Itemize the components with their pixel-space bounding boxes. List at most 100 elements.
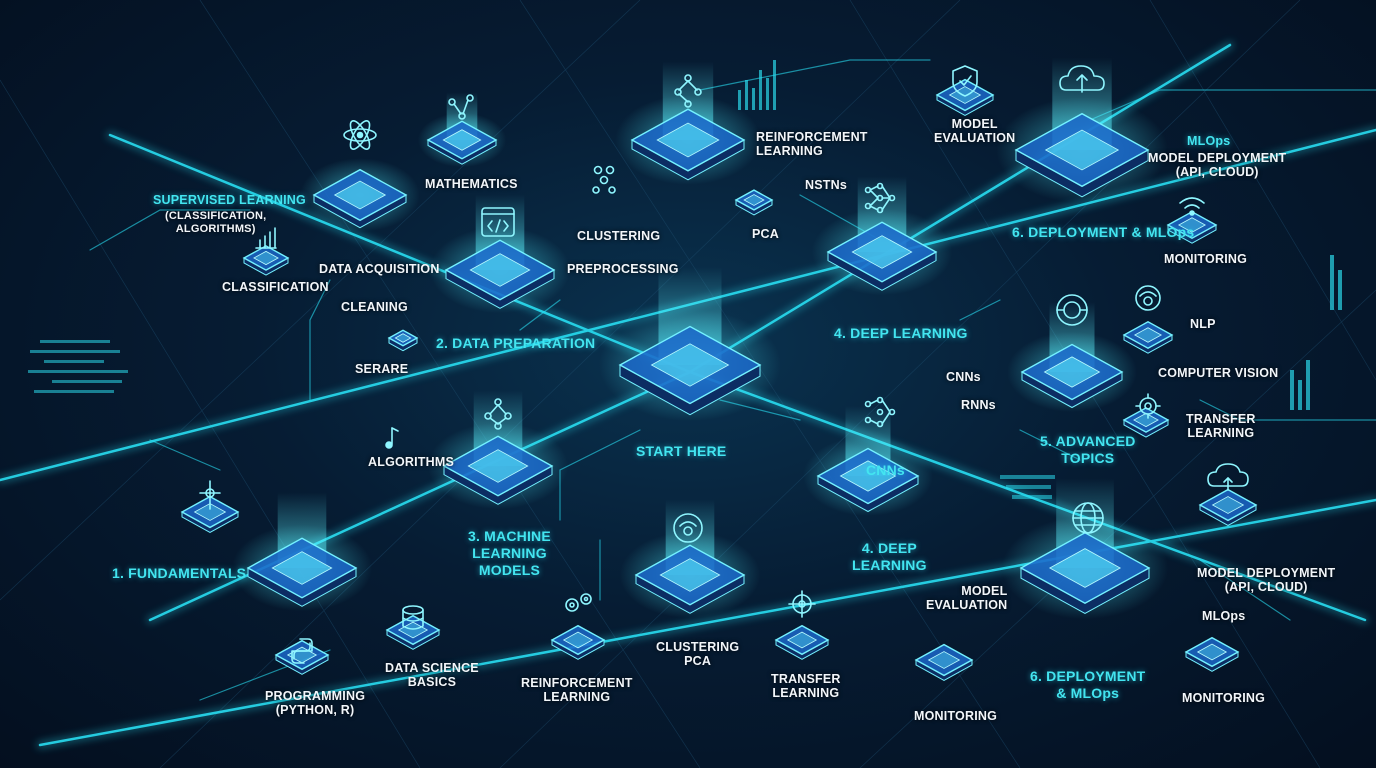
node-advanced-topics-core	[1043, 356, 1101, 388]
node-transfer-right[interactable]	[1122, 407, 1170, 438]
clustering-pca-bottom-label: CLUSTERING PCA	[656, 640, 740, 668]
monitoring-top-label: MONITORING	[1164, 252, 1248, 266]
node-monitoring-top[interactable]	[1166, 211, 1218, 244]
node-monitoring-right-core	[1196, 643, 1228, 661]
nlp-label: NLP	[1190, 317, 1216, 331]
shield-check-icon	[952, 65, 978, 97]
model-evaluation-top-label: MODEL EVALUATION	[934, 117, 1016, 145]
center-start-label[interactable]: START HERE	[636, 443, 727, 459]
node-cleaning-top	[387, 329, 419, 347]
node-pca-top	[734, 189, 774, 211]
node-clustering[interactable]	[619, 499, 761, 619]
node-start-core	[650, 343, 730, 387]
model-deployment-top-label: MODEL DEPLOYMENT (API, CLOUD)	[1148, 151, 1287, 179]
eye-icon	[1135, 285, 1161, 311]
atom-icon	[343, 120, 377, 150]
transfer-learning-right-label: TRANSFER LEARNING	[1186, 412, 1256, 440]
node-nlp[interactable]	[1122, 321, 1174, 354]
computer-vision-label: COMPUTER VISION	[1158, 366, 1279, 380]
transfer-learning-bottom-label: TRANSFER LEARNING	[771, 672, 841, 700]
code-icon	[481, 207, 515, 237]
node-transfer-bottom-top	[774, 624, 830, 656]
node-programming-top	[274, 639, 330, 671]
neural-network-icon	[199, 480, 221, 510]
neural-network-icon	[864, 182, 896, 214]
node-data-science[interactable]	[385, 614, 441, 650]
node-nlp-top	[1122, 321, 1174, 349]
node-data-preparation[interactable]	[429, 194, 571, 314]
node-nlp-core	[1133, 327, 1163, 343]
model-evaluation-bottom-label: MODEL EVALUATION	[926, 584, 1008, 612]
pca-top-label: PCA	[752, 227, 779, 241]
model-deployment-bottom-label: MODEL DEPLOYMENT (API, CLOUD)	[1197, 566, 1336, 594]
node-reinforcement-bottom-top	[550, 624, 606, 656]
node-ml-models[interactable]	[427, 390, 569, 510]
node-classification[interactable]	[242, 245, 290, 276]
node-reinforcement-bottom[interactable]	[550, 624, 606, 660]
node-model-deploy-bottom[interactable]	[1198, 488, 1258, 526]
cnns-small-label: CNNs	[946, 370, 981, 384]
node-fundamentals-core	[271, 551, 333, 585]
node-cleaning[interactable]	[387, 329, 419, 352]
bar-chart-icon	[255, 227, 277, 249]
node-cnns[interactable]	[803, 406, 933, 516]
node-advanced-topics[interactable]	[1007, 302, 1137, 412]
node-mathematics-core	[442, 129, 482, 151]
node-ml-models-core	[467, 449, 529, 483]
section-deployment-top-label: 6. DEPLOYMENT & MLOps	[1012, 224, 1195, 240]
node-monitoring-right[interactable]	[1184, 636, 1240, 672]
node-deep-learning[interactable]	[811, 176, 953, 296]
node-fund-left[interactable]	[180, 495, 240, 533]
node-monitoring-top-top	[1166, 211, 1218, 239]
reinforcement-learning-top-label: REINFORCEMENT LEARNING	[756, 130, 868, 158]
section-advanced-topics-label: 5. ADVANCED TOPICS	[1040, 433, 1136, 466]
cloud-icon	[1207, 463, 1249, 491]
node-fund-left-top	[180, 495, 240, 529]
programming-label: PROGRAMMING (PYTHON, R)	[265, 689, 366, 717]
section-deployment-bottom-label: 6. DEPLOYMENT & MLOps	[1030, 668, 1146, 701]
node-mathematics[interactable]	[417, 92, 507, 168]
cloud-upload-icon	[1059, 65, 1105, 93]
node-deployment-bottom-core	[1048, 548, 1122, 588]
node-supervised[interactable]	[300, 158, 420, 232]
gears-icon	[565, 593, 592, 612]
node-start[interactable]	[599, 267, 781, 421]
python-icon	[291, 638, 313, 664]
node-pca[interactable]	[734, 189, 774, 216]
node-reinforcement-bottom-core	[562, 631, 594, 649]
section-fundamentals-label: 1. FUNDAMENTALS	[112, 565, 247, 581]
mlops-bottom-label: MLOps	[1202, 609, 1246, 623]
cluster-icon	[592, 165, 616, 194]
node-model-deploy-bottom-top	[1198, 488, 1258, 522]
node-monitoring-bottom[interactable]	[914, 643, 974, 681]
algorithms-label: ALGORITHMS	[368, 455, 455, 469]
data-acquisition-label: DATA ACQUISITION	[319, 262, 440, 276]
database-icon	[402, 605, 424, 630]
brain-icon	[1056, 294, 1088, 326]
nstns-label: NSTNs	[805, 178, 847, 192]
node-monitoring-right-top	[1184, 636, 1240, 668]
node-deployment-top-core	[1044, 129, 1120, 171]
node-data-science-core	[397, 621, 429, 639]
cnns-node-label: CNNs	[866, 462, 905, 478]
tree-icon	[674, 74, 702, 108]
gears-icon	[1135, 393, 1161, 419]
node-deployment-top[interactable]	[996, 57, 1168, 203]
node-reinforcement-top-core	[656, 122, 720, 158]
section-data-preparation-label: 2. DATA PREPARATION	[436, 335, 596, 351]
node-cnns-core	[839, 460, 897, 492]
gears-icon	[788, 590, 816, 618]
node-fundamentals[interactable]	[231, 492, 373, 612]
section-ml-models-label: 3. MACHINE LEARNING MODELS	[468, 528, 551, 578]
section-deep-learning-top-label: 4. DEEP LEARNING	[834, 325, 968, 341]
node-transfer-bottom[interactable]	[774, 624, 830, 660]
serare-label: SERARE	[355, 362, 409, 376]
node-deployment-bottom[interactable]	[1001, 478, 1169, 620]
node-reinforcement-top[interactable]	[615, 61, 761, 185]
node-model-eval-top-top	[935, 78, 995, 112]
data-science-basics-label: DATA SCIENCE BASICS	[385, 661, 479, 689]
node-classification-core	[253, 250, 279, 266]
supervised-learning-detail: (CLASSIFICATION, ALGORITHMS)	[165, 210, 267, 235]
